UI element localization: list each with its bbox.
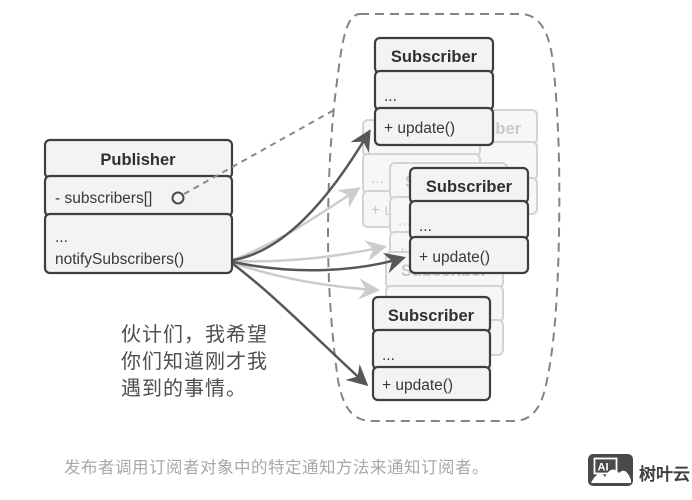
subscriber-ellipsis: ...: [419, 218, 432, 235]
subscriber-title: Subscriber: [391, 48, 478, 66]
subscriber-ellipsis: ...: [382, 347, 395, 364]
subscribers-group-outline: [326, 13, 561, 422]
publisher-class-box: Publisher - subscribers[] ... notifySubs…: [43, 138, 234, 275]
notify-arrow-faded: [232, 187, 361, 262]
notify-arrow: [232, 263, 369, 387]
subscriber-class-box-top: Subscriber ... + update(): [373, 36, 495, 147]
subscriber-title: Subscriber: [388, 307, 475, 325]
ghost-subscriber-ellipsis: ...: [371, 170, 384, 187]
subscriber-title: Subscriber: [426, 178, 513, 196]
publisher-notify-method: notifySubscribers(): [55, 251, 184, 268]
notify-arrow: [232, 129, 371, 262]
publisher-attribute: - subscribers[]: [55, 190, 152, 207]
subscriber-update-method: + update(): [384, 120, 455, 137]
subscriber-update-method: + update(): [382, 377, 453, 394]
subscriber-class-box-middle: Subscriber ... + update(): [408, 166, 530, 275]
subscriber-class-box-bottom: Subscriber ... + update(): [371, 295, 492, 402]
subscriber-update-method: + update(): [419, 249, 490, 266]
speech-line: 伙计们，我希望: [121, 324, 268, 346]
publisher-title: Publisher: [100, 151, 176, 169]
ai-image-icon: AI: [588, 454, 633, 486]
subscriber-ellipsis: ...: [384, 88, 397, 105]
logo-ai-label: AI: [598, 462, 609, 474]
speech-line: 遇到的事情。: [121, 378, 247, 400]
brand-name: 树叶云: [639, 465, 690, 484]
interface-circle-connector: [171, 191, 185, 205]
notify-arrow-faded: [232, 261, 381, 300]
speech-line: 你们知道刚才我: [121, 351, 268, 373]
ghost-subscriber-ellipsis: ...: [398, 212, 411, 229]
notify-arrow-faded: [232, 240, 388, 263]
caption: 发布者调用订阅者对象中的特定通知方法来通知订阅者。: [64, 459, 489, 477]
speech-text: 伙计们，我希望 你们知道刚才我 遇到的事情。: [121, 322, 268, 403]
notify-arrow: [232, 252, 407, 274]
publisher-ellipsis: ...: [55, 229, 68, 246]
subscription-dashed-link: [171, 109, 335, 205]
